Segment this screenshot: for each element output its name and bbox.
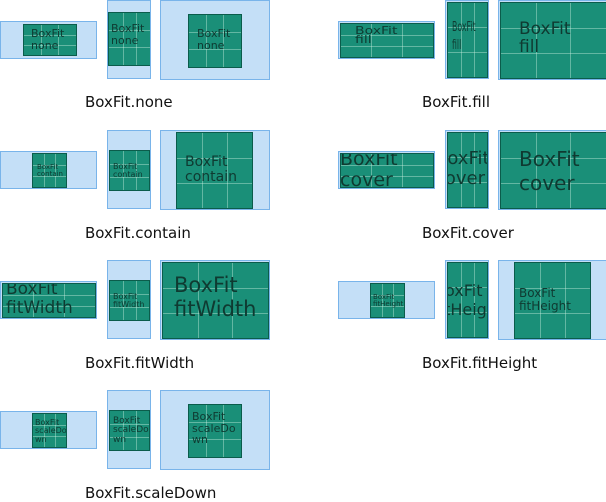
caption: BoxFit.fitWidth <box>85 354 195 372</box>
caption: BoxFit.fitHeight <box>422 354 538 372</box>
caption: BoxFit.none <box>85 93 173 111</box>
caption: BoxFit.fill <box>422 93 491 111</box>
caption: BoxFit.scaleDown <box>85 484 217 502</box>
caption: BoxFit.contain <box>85 224 191 242</box>
caption: BoxFit.cover <box>422 224 514 242</box>
